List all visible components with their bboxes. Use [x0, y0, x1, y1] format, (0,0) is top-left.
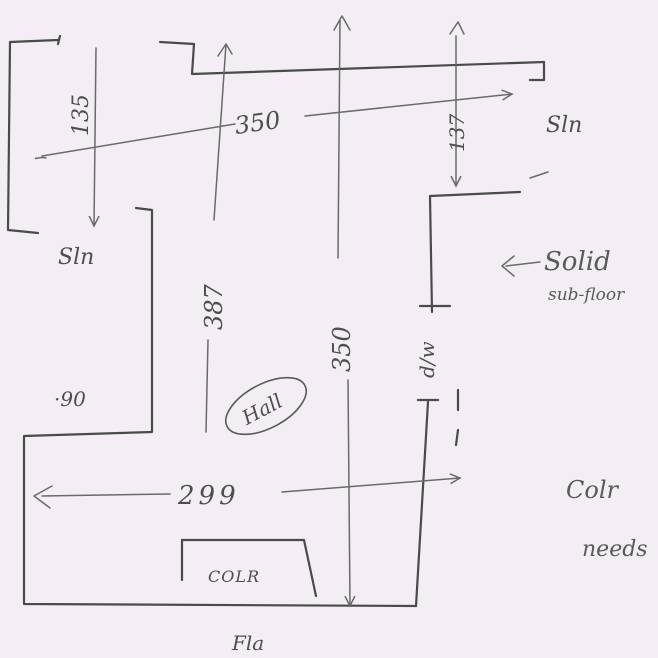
dim-299-left-arrow: [33, 485, 53, 509]
dim-135-label: 135: [69, 94, 94, 136]
solid-note-line1: Solid: [544, 247, 611, 277]
left-landing-label: Sln: [58, 245, 94, 270]
dim-387-label: 387: [200, 283, 228, 330]
dim-299-line: [41, 478, 460, 497]
dim-step-label: ·90: [54, 387, 86, 411]
dimension-lines: [33, 15, 549, 606]
dim-350-top-label: 350: [233, 106, 282, 140]
solid-subfloor-pointer: [501, 255, 541, 277]
top-wall: [158, 40, 546, 82]
bottom-mark-label: Fla: [231, 631, 264, 655]
colr-box-label: COLR: [208, 567, 260, 586]
right-note-line1: Colr: [566, 476, 619, 504]
dim-350-centre-line: [333, 15, 350, 606]
right-note-line2: needs: [582, 537, 648, 562]
left-room-wall: [6, 34, 62, 235]
right-partition: [418, 190, 522, 314]
dim-137-label: 137: [445, 114, 469, 152]
dim-299-label: 299: [177, 481, 240, 511]
dim-350-centre-label: 350: [328, 326, 356, 372]
right-landing-tick: [529, 171, 549, 179]
walls: [6, 34, 546, 608]
hall-left-wall: [22, 206, 418, 608]
hall-circle: [225, 376, 307, 436]
lower-right-wall: [414, 398, 440, 608]
hall-callout: Hall: [225, 376, 307, 436]
colr-box: [180, 538, 318, 598]
dim-partial-label: d/w: [415, 341, 439, 378]
dim-135-line: [94, 47, 96, 226]
dim-387-line: [205, 43, 233, 433]
dim-137-up-arrow: [449, 21, 465, 35]
partition-ticks: [454, 388, 460, 447]
solid-note-line2: sub-floor: [548, 285, 625, 305]
right-landing-label: Sln: [546, 113, 582, 138]
